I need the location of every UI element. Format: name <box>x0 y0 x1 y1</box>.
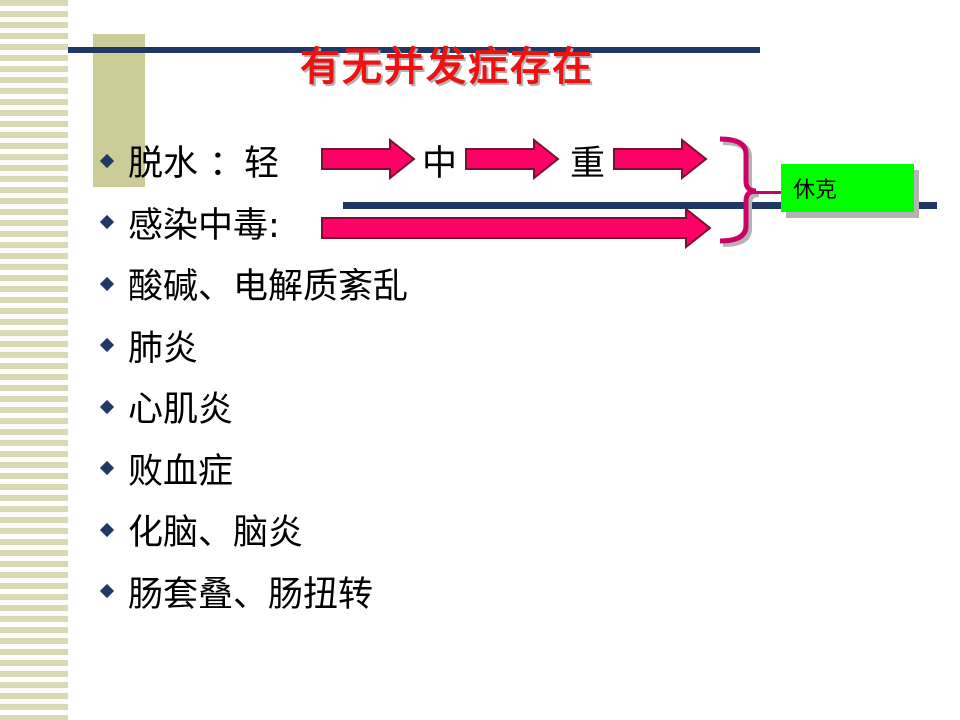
bullet-diamond-icon <box>99 522 115 537</box>
bullet-dehydration: 脱水 ：轻 <box>99 130 408 192</box>
top-divider-line <box>68 47 760 53</box>
bullet-infection: 感染中毒: <box>99 192 408 254</box>
bullet-list: 脱水 ：轻 感染中毒: 酸碱、电解质紊乱 肺炎 心肌炎 败血症 化脑、脑炎 肠 <box>99 130 409 623</box>
bullet-diamond-icon <box>99 461 115 476</box>
bullet-acid-base: 酸碱、电解质紊乱 <box>99 253 409 315</box>
bullet-sepsis: 败血症 <box>99 438 408 500</box>
shock-box: 休克 <box>781 164 914 212</box>
bullet-meningitis: 化脑、脑炎 <box>99 499 408 561</box>
bullet-text: 肠套叠、肠扭转 <box>128 574 374 615</box>
right-arrow-icon <box>321 138 416 180</box>
right-arrow-icon <box>613 138 708 180</box>
bullet-diamond-icon <box>99 153 115 168</box>
brace-icon <box>719 136 760 247</box>
severity-mid-label: 中 <box>422 144 458 184</box>
right-arrow-icon <box>465 138 560 180</box>
bullet-intussusception: 肠套叠、肠扭转 <box>99 561 408 623</box>
bullet-text: 心肌炎 <box>128 390 234 431</box>
bullet-pneumonia: 肺炎 <box>99 315 408 377</box>
right-arrow-icon <box>321 207 712 249</box>
middle-divider-line <box>343 202 937 209</box>
bullet-text: 酸碱、电解质紊乱 <box>128 267 409 308</box>
bullet-text: 化脑、脑炎 <box>128 513 304 554</box>
bullet-text: 败血症 <box>128 451 234 492</box>
connector-line <box>752 191 782 194</box>
bullet-diamond-icon <box>99 338 115 353</box>
bullet-diamond-icon <box>99 276 115 291</box>
severity-severe-label: 重 <box>570 144 606 184</box>
bullet-text: 感染中毒: <box>128 205 280 246</box>
slide-title: 有无并发症存在 <box>300 44 594 90</box>
bullet-diamond-icon <box>99 584 115 599</box>
bullet-diamond-icon <box>99 215 115 230</box>
bullet-text: 肺炎 <box>128 328 199 369</box>
bullet-text: 脱水 ：轻 <box>128 144 280 185</box>
bullet-myocarditis: 心肌炎 <box>99 376 408 438</box>
bullet-diamond-icon <box>99 399 115 414</box>
left-stripe-decoration <box>0 0 68 720</box>
